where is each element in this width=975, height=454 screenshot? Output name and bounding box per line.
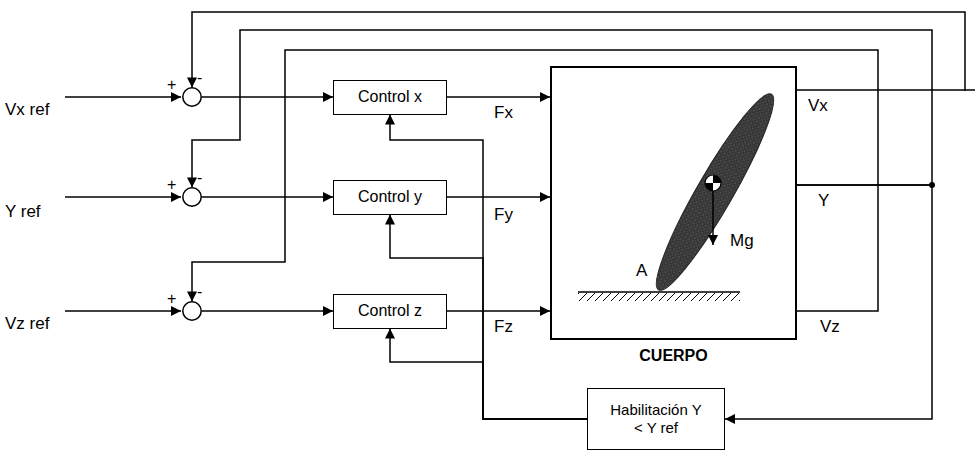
box-label: Control x <box>358 87 422 106</box>
body-block: CUERPO <box>550 66 797 340</box>
signal-name: Fy <box>492 206 515 225</box>
enable-box: Habilitación Y < Y ref <box>587 388 725 450</box>
signal-line <box>447 310 550 312</box>
signal-name: Vx ref <box>5 101 49 120</box>
signal-name: Fx <box>492 104 515 123</box>
signal-name: A <box>636 262 647 281</box>
box-label: Control y <box>358 187 422 206</box>
sign: + <box>167 291 176 307</box>
controller-box: Control y <box>333 180 447 215</box>
signal-line <box>447 96 550 98</box>
controller-box: Control z <box>333 294 447 329</box>
junction-circle <box>182 187 202 207</box>
box-label: Control z <box>358 301 422 320</box>
input-lines <box>65 90 975 311</box>
sign: + <box>167 77 176 93</box>
junction-circle <box>182 301 202 321</box>
signal-line <box>192 30 932 188</box>
signal-line <box>447 196 550 198</box>
signal-line <box>390 329 587 420</box>
signal-name: Vx <box>808 97 828 116</box>
signal-name: Y ref <box>5 203 41 222</box>
signal-line <box>725 185 932 419</box>
summing-junction: +- <box>182 301 202 321</box>
sign: + <box>167 177 176 193</box>
signal-line <box>202 196 334 198</box>
signal-line <box>202 310 334 312</box>
sign: - <box>197 170 202 186</box>
center-of-mass <box>705 175 721 245</box>
summing-junction: +- <box>182 87 202 107</box>
ground <box>578 292 740 301</box>
signal-name: Vz <box>820 318 840 337</box>
signal-name: Fz <box>492 318 515 337</box>
block-title: CUERPO <box>552 346 795 365</box>
signal-name: Vz ref <box>5 315 49 334</box>
summing-junction: +- <box>182 187 202 207</box>
box-label: Habilitación Y < Y ref <box>608 401 704 437</box>
sign: - <box>197 70 202 86</box>
controller-box: Control x <box>333 80 447 115</box>
signal-line <box>202 96 334 98</box>
signal-line <box>192 50 878 311</box>
signal-line <box>192 12 965 90</box>
signal-line <box>390 115 587 420</box>
signal-name: Mg <box>730 232 754 251</box>
signal-name: Y <box>818 192 829 211</box>
junction-circle <box>182 87 202 107</box>
body-ellipse <box>643 85 787 299</box>
sign: - <box>197 284 202 300</box>
